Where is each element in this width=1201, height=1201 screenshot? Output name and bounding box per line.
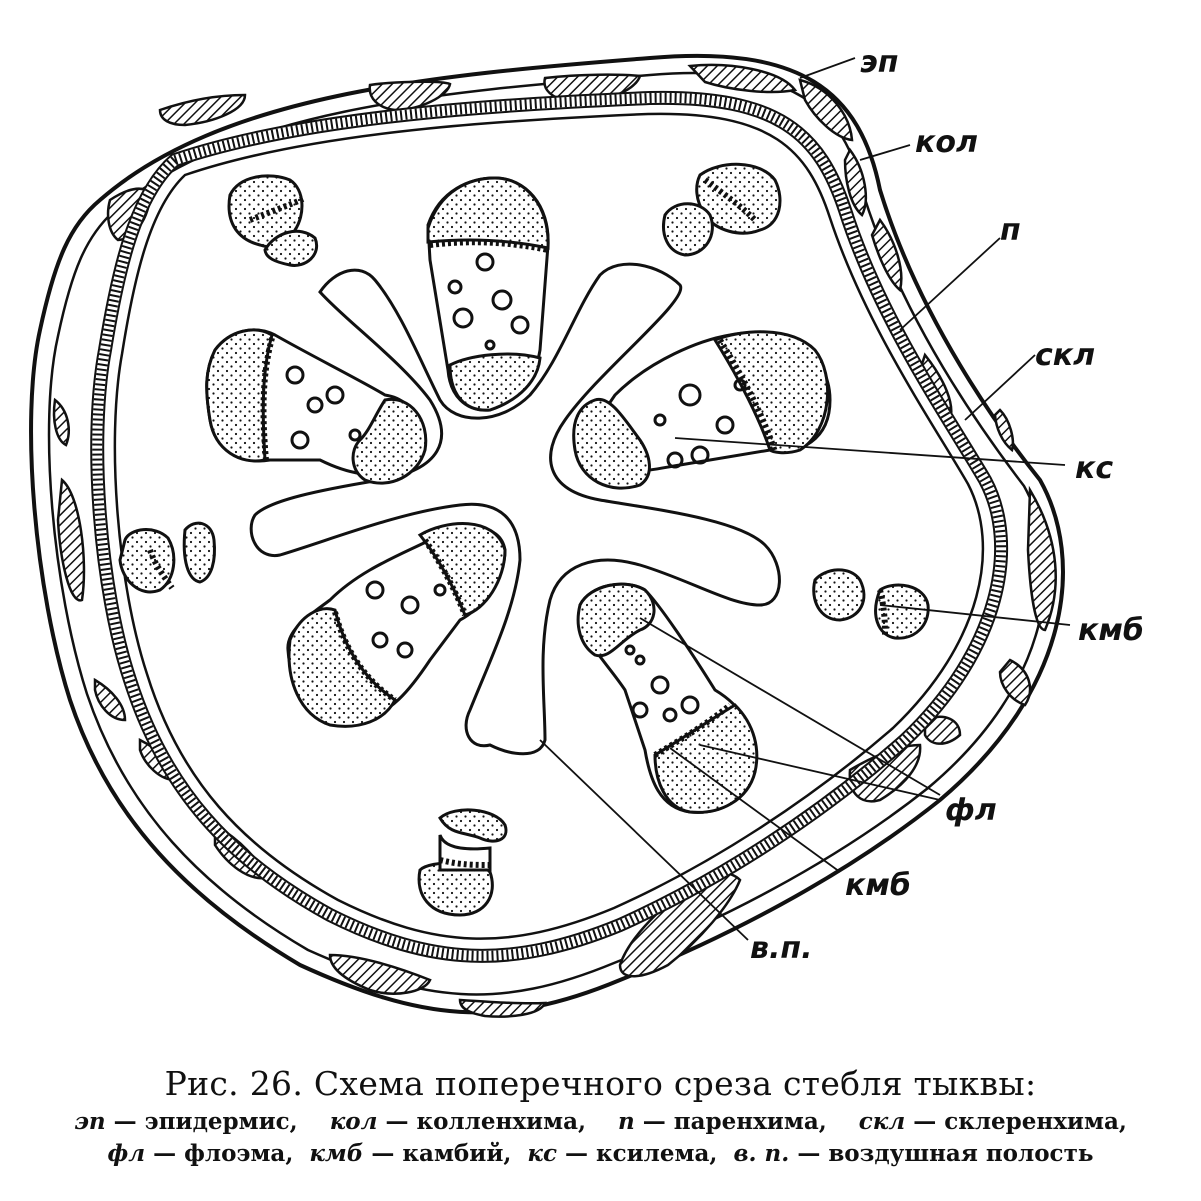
stem-cross-section-diagram: эп кол п скл кс кмб фл кмб в.п. (29, 45, 1144, 1018)
legend-abbr: кмб (309, 1140, 364, 1167)
vascular-bundle-bottom (576, 582, 759, 814)
small-bundle-top-left (227, 174, 319, 267)
small-bundle-bottom (417, 808, 508, 917)
legend-text: — воздушная полость (797, 1140, 1094, 1167)
legend-abbr: фл (107, 1140, 146, 1167)
legend-text: — флоэма, (153, 1140, 294, 1167)
caption-legend-line-2: фл — флоэма, кмб — камбий, кс — ксилема,… (0, 1138, 1201, 1170)
legend-text: — колленхима, (385, 1108, 586, 1135)
label-parenchyma: п (1000, 213, 1021, 248)
label-collenchyma: кол (915, 125, 978, 160)
label-sclerenchyma: скл (1035, 338, 1095, 373)
vascular-bundle-left-top (205, 328, 428, 485)
label-epidermis: эп (860, 45, 899, 80)
small-bundle-left (118, 521, 216, 594)
legend-abbr: п (618, 1108, 635, 1135)
vascular-bundle-left-bottom (286, 522, 507, 728)
figure-caption: Рис. 26. Схема поперечного среза стебля … (0, 1062, 1201, 1170)
small-bundle-right (812, 568, 930, 640)
legend-abbr: эп (74, 1108, 106, 1135)
legend-text: — ксилема, (565, 1140, 718, 1167)
legend-text: — склеренхима, (913, 1108, 1127, 1135)
legend-abbr: скл (858, 1108, 906, 1135)
label-air-cavity: в.п. (750, 931, 813, 966)
vascular-bundle-right (572, 330, 832, 490)
legend-abbr: кол (329, 1108, 378, 1135)
label-xylem: кс (1075, 451, 1113, 486)
label-cambium-bottom: кмб (845, 868, 911, 903)
legend-text: — паренхима, (642, 1108, 827, 1135)
label-cambium-right: кмб (1078, 613, 1144, 648)
legend-abbr: в. п. (733, 1140, 790, 1167)
caption-legend-line-1: эп — эпидермис, кол — колленхима, п — па… (0, 1106, 1201, 1138)
air-cavity (249, 262, 781, 756)
leader-lines (539, 57, 1071, 941)
vascular-bundle-top (426, 176, 550, 412)
legend-abbr: кс (527, 1140, 557, 1167)
legend-text: — камбий, (371, 1140, 512, 1167)
legend-text: — эпидермис, (113, 1108, 298, 1135)
small-bundle-top-right (662, 162, 782, 257)
label-phloem: фл (945, 793, 997, 828)
epidermis-outer (29, 53, 1065, 1015)
caption-title: Рис. 26. Схема поперечного среза стебля … (164, 1064, 1037, 1103)
